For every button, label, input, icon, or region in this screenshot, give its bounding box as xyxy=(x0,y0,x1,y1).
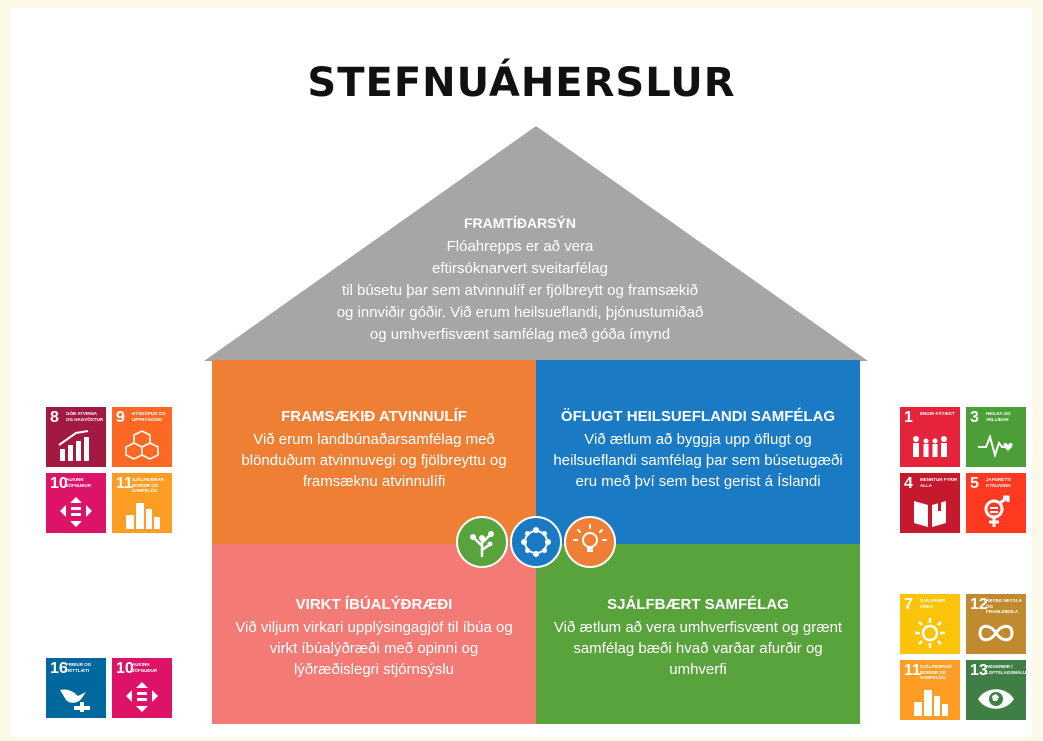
quadrant-resident-democracy: VIRKT ÍBÚALÝÐRÆÐI Við viljum virkari upp… xyxy=(212,544,536,724)
vision-line: Flóahrepps er að vera xyxy=(446,238,594,255)
sdg-number: 10 xyxy=(50,475,68,492)
sdg-number: 13 xyxy=(970,662,988,679)
sdg-number: 16 xyxy=(50,660,68,677)
center-icons xyxy=(454,516,622,572)
vision-line: til búsetu þar sem atvinnulíf er fjölbre… xyxy=(342,282,698,299)
quadrant-body: Við viljum virkari upplýsingagjöf til íb… xyxy=(235,619,513,678)
sdg-label: SJÁLFBÆRAR BORGIR OG SAMFÉLÖG xyxy=(920,664,952,680)
quadrant-body: Við ætlum að byggja upp öflugt og heilsu… xyxy=(553,431,843,490)
sdg-number: 7 xyxy=(904,596,913,613)
sdg-label: FRIÐUR OG RÉTTLÆTI xyxy=(66,662,92,673)
sdg-10-icon: 10 AUKINN JÖFNUÐUR xyxy=(112,658,172,718)
sdg-label: GÓÐ ATVINNA OG HAGVÖXTUR xyxy=(66,411,104,422)
sdg-number: 11 xyxy=(116,475,133,492)
sdg-label: AUKINN JÖFNUÐUR xyxy=(66,477,92,488)
sdg-label: AÐGERÐIR Í LOFTSLAGSMÁLUM xyxy=(986,664,1026,675)
sdg-9-icon: 9 NÝSKÖPUN OG UPPBYGGING xyxy=(112,407,172,467)
vision-line: og umhverfisvænt samfélag með góða ímynd xyxy=(369,326,671,343)
sdg-label: AUKINN JÖFNUÐUR xyxy=(132,662,158,673)
vision-line: eftirsóknarvert sveitarfélag xyxy=(432,260,608,277)
vision-heading: FRAMTÍÐARSÝN xyxy=(464,215,576,231)
sdg-12-icon: 12 ÁBYRG NEYSLA OG FRAMLEIÐSLA xyxy=(966,594,1026,654)
sdg-8-icon: 8 GÓÐ ATVINNA OG HAGVÖXTUR xyxy=(46,407,106,467)
quadrant-heading: FRAMSÆKIÐ ATVINNULÍF xyxy=(281,408,467,425)
sdg-label: HEILSA OG VELLÍÐAN xyxy=(986,411,1011,422)
vision-line: og innviðir góðir. Við erum heilsuefland… xyxy=(336,304,704,321)
vision-text: FRAMTÍÐARSÝN Flóahrepps er að vera eftir… xyxy=(290,212,750,346)
sdg-number: 1 xyxy=(904,409,913,426)
sdg-number: 5 xyxy=(970,475,979,492)
quadrant-heading: ÖFLUGT HEILSUEFLANDI SAMFÉLAG xyxy=(560,408,836,425)
quadrant-heading: SJÁLFBÆRT SAMFÉLAG xyxy=(607,596,789,613)
sdg-number: 4 xyxy=(904,475,913,492)
community-circle-icon xyxy=(510,516,562,568)
page-title: STEFNUÁHERSLUR xyxy=(307,60,736,106)
sdg-4-icon: 4 MENNTUN FYRIR ALLA xyxy=(900,473,960,533)
sdg-number: 11 xyxy=(904,662,921,679)
sdg-label: NÝSKÖPUN OG UPPBYGGING xyxy=(132,411,166,422)
quadrant-innovative-business: FRAMSÆKIÐ ATVINNULÍF Við erum landbúnaða… xyxy=(212,360,536,544)
plant-icon xyxy=(456,516,508,568)
sdg-5-icon: 5 JAFNRÉTTI KYNJANNA xyxy=(966,473,1026,533)
sdg-13-icon: 13 AÐGERÐIR Í LOFTSLAGSMÁLUM xyxy=(966,660,1026,720)
sdg-11-icon: 11 SJÁLFBÆRAR BORGIR OG SAMFÉLÖG xyxy=(900,660,960,720)
quadrant-body: Við erum landbúnaðarsamfélag með blönduð… xyxy=(241,431,507,490)
sdg-16-icon: 16 FRIÐUR OG RÉTTLÆTI xyxy=(46,658,106,718)
sdg-label: SJÁLFBÆRAR BORGIR OG SAMFÉLÖG xyxy=(132,477,164,493)
sdg-11-icon: 11 SJÁLFBÆRAR BORGIR OG SAMFÉLÖG xyxy=(112,473,172,533)
sdg-number: 3 xyxy=(970,409,979,426)
sdg-number: 8 xyxy=(50,409,59,426)
sdg-3-icon: 3 HEILSA OG VELLÍÐAN xyxy=(966,407,1026,467)
sdg-label: MENNTUN FYRIR ALLA xyxy=(920,477,958,488)
sdg-number: 9 xyxy=(116,409,125,426)
sdg-1-icon: 1 ENGIN FÁTÆKT xyxy=(900,407,960,467)
quadrant-body: Við ætlum að vera umhverfisvænt og grænt… xyxy=(553,619,843,678)
sdg-7-icon: 7 SJÁLFBÆR ORKA xyxy=(900,594,960,654)
quadrant-heading: VIRKT ÍBÚALÝÐRÆÐI xyxy=(295,596,453,613)
sdg-label: ENGIN FÁTÆKT xyxy=(920,411,955,416)
sdg-10-icon: 10 AUKINN JÖFNUÐUR xyxy=(46,473,106,533)
lightbulb-icon xyxy=(564,516,616,568)
quadrant-sustainable-community: SJÁLFBÆRT SAMFÉLAG Við ætlum að vera umh… xyxy=(536,544,860,724)
quadrant-health-community: ÖFLUGT HEILSUEFLANDI SAMFÉLAG Við ætlum … xyxy=(536,360,860,544)
sdg-label: SJÁLFBÆR ORKA xyxy=(920,598,946,609)
sdg-label: JAFNRÉTTI KYNJANNA xyxy=(986,477,1012,488)
sdg-number: 10 xyxy=(116,660,134,677)
sdg-number: 12 xyxy=(970,596,988,613)
sdg-label: ÁBYRG NEYSLA OG FRAMLEIÐSLA xyxy=(986,598,1022,614)
